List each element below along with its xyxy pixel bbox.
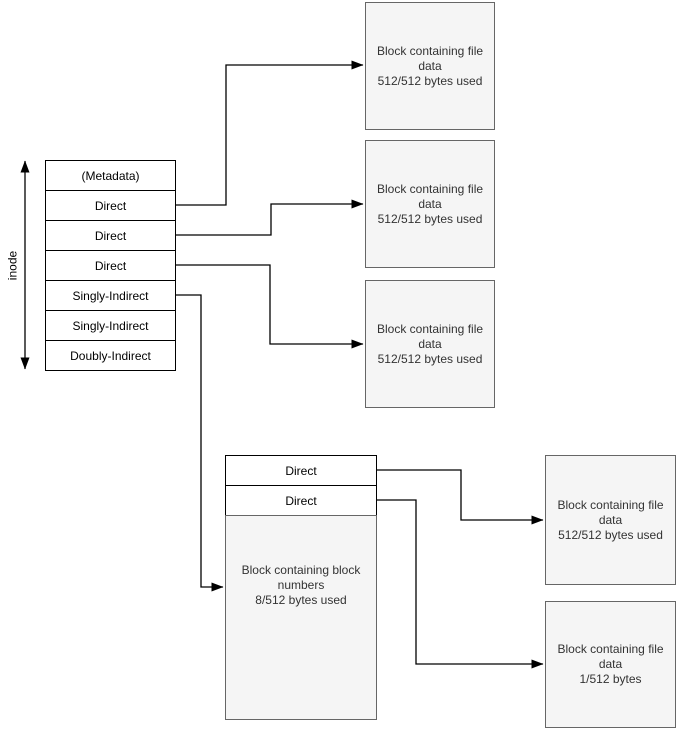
file-data-block-2: Block containing file data 512/512 bytes… (365, 140, 495, 268)
inode-row-singly-indirect-1: Singly-Indirect (45, 280, 176, 311)
indirect-row-direct-1: Direct (225, 455, 377, 486)
connector-direct3-to-block3 (176, 264, 364, 349)
file-data-block-1: Block containing file data 512/512 bytes… (365, 2, 495, 130)
file-data-block-4: Block containing file data 512/512 bytes… (545, 455, 676, 585)
inode-row-metadata: (Metadata) (45, 160, 176, 191)
connector-indirect-direct1-to-block4 (377, 469, 544, 525)
inode-row-doubly-indirect: Doubly-Indirect (45, 340, 176, 371)
connector-indirect-direct2-to-block5 (377, 499, 544, 669)
connector-direct2-to-block2 (176, 199, 364, 236)
connector-direct1-to-block1 (176, 60, 364, 206)
file-data-block-3: Block containing file data 512/512 bytes… (365, 280, 495, 408)
inode-label: inode (5, 250, 20, 281)
inode-row-singly-indirect-2: Singly-Indirect (45, 310, 176, 341)
connector-singly-indirect-to-indirect-block (176, 294, 224, 592)
indirect-row-direct-2: Direct (225, 485, 377, 516)
indirect-pointer-table: Direct Direct (225, 455, 377, 516)
inode-row-direct-3: Direct (45, 250, 176, 281)
indirect-block: Block containing block numbers 8/512 byt… (225, 515, 377, 720)
file-data-block-5: Block containing file data 1/512 bytes (545, 601, 676, 728)
inode-row-direct-2: Direct (45, 220, 176, 251)
inode-row-direct-1: Direct (45, 190, 176, 221)
inode-table: (Metadata) Direct Direct Direct Singly-I… (45, 160, 176, 371)
